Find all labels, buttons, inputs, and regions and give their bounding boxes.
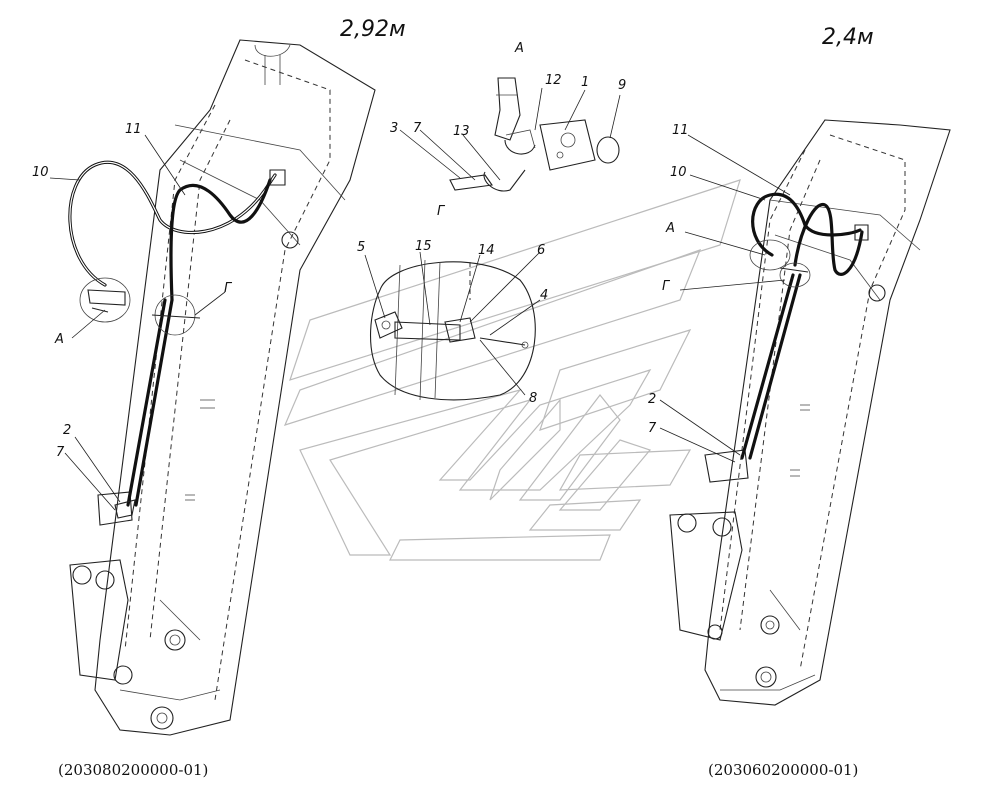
detail-a-callouts: А 12 1 9 3 7 13 (390, 41, 626, 181)
callout-6: 6 (537, 243, 545, 258)
callout-1: 1 (581, 75, 589, 90)
callout-13: 13 (453, 124, 470, 139)
left-view-title: 2,92м (340, 17, 406, 42)
callout-4: 4 (540, 288, 548, 303)
right-callouts: 11 10 А Г 2 7 (648, 123, 791, 463)
right-boom-view (669, 119, 951, 706)
callout-11-right: 11 (672, 123, 689, 138)
callout-14: 14 (478, 243, 495, 258)
left-view-code: (203080200000-01) (58, 761, 208, 779)
detail-a-title: А (514, 41, 524, 56)
left-callouts: 11 10 А Г 2 7 (32, 122, 233, 511)
callout-8: 8 (529, 391, 537, 406)
callout-3: 3 (390, 121, 398, 136)
callout-2: 2 (63, 423, 71, 438)
callout-a: А (54, 332, 64, 347)
callout-2-right: 2 (648, 392, 656, 407)
callout-9: 9 (618, 78, 626, 93)
callout-10: 10 (32, 165, 49, 180)
watermark-logo (283, 179, 741, 561)
right-view-title: 2,4м (822, 25, 874, 50)
detail-g (370, 259, 536, 401)
left-boom-view (68, 39, 376, 736)
callout-11: 11 (125, 122, 142, 137)
callout-10-right: 10 (670, 165, 687, 180)
callout-a-right: А (665, 221, 675, 236)
callout-7-right: 7 (648, 421, 657, 436)
callout-12: 12 (545, 73, 562, 88)
callout-15: 15 (415, 239, 432, 254)
callout-7: 7 (56, 445, 65, 460)
right-view-code: (203060200000-01) (708, 761, 858, 779)
callout-g-right: Г (662, 279, 671, 294)
detail-g-title: Г (437, 204, 446, 219)
callout-5: 5 (357, 240, 365, 255)
detail-g-callouts: Г 5 15 14 6 4 8 (357, 204, 548, 406)
callout-g: Г (224, 281, 233, 296)
detail-a (449, 77, 620, 192)
callout-7-detail: 7 (413, 121, 422, 136)
